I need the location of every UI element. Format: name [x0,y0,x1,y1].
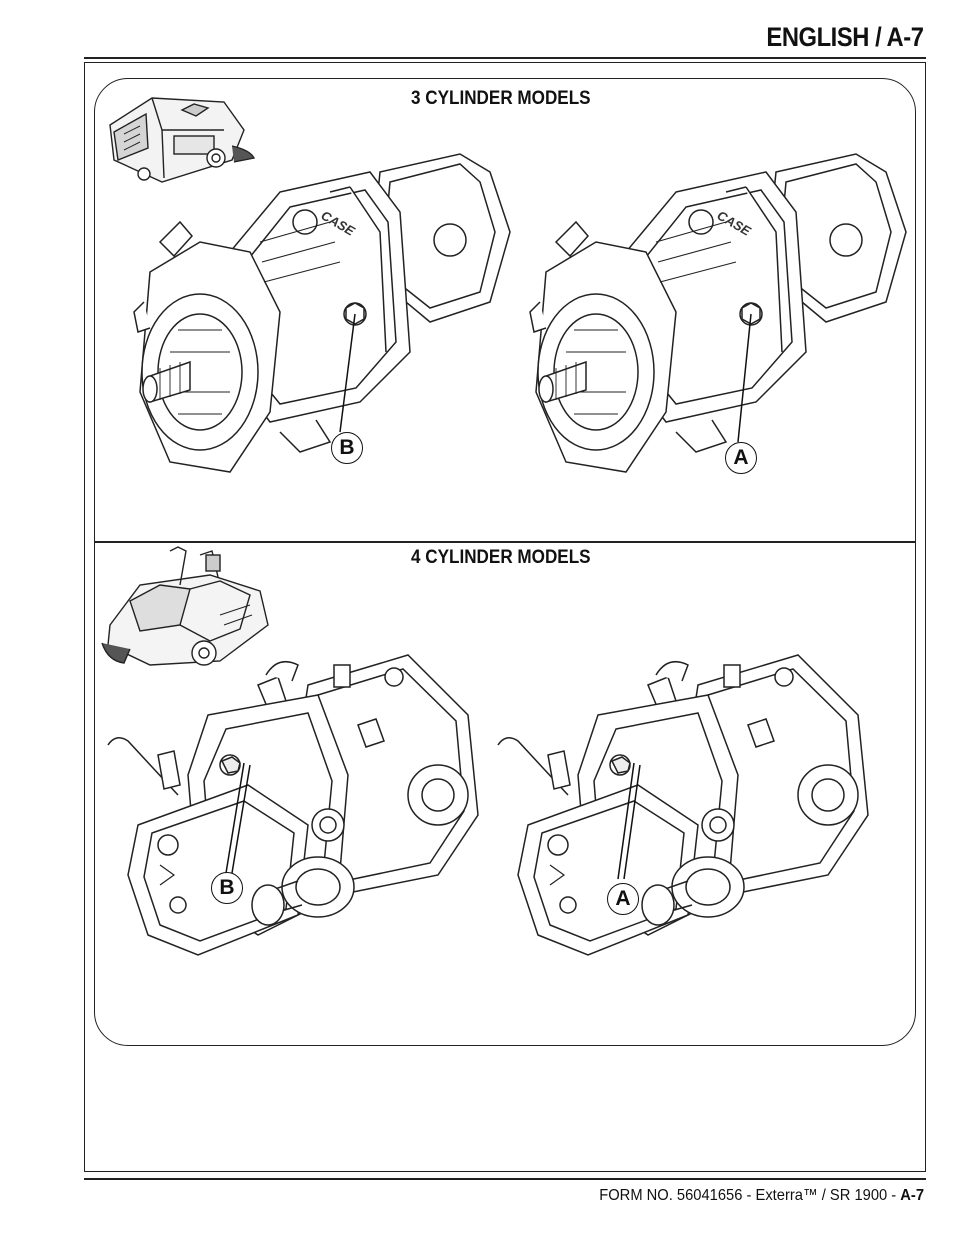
leader-line [339,313,356,433]
hydraulic-pump-illustration [107,654,479,956]
hydraulic-pump-illustration [133,153,511,473]
hydraulic-pump-illustration [529,153,907,473]
leader-line [225,762,245,874]
sweeper-machine-icon [109,97,256,183]
footer-form-number: FORM NO. 56041656 - Exterra™ / SR 1900 - [599,1187,901,1204]
callout-a: A [725,442,757,474]
header-rule [84,57,926,59]
leader-line [617,762,635,880]
sweeper-machine-icon [101,546,269,666]
figure-panel [94,78,916,1046]
leader-line [231,764,251,874]
page-footer: FORM NO. 56041656 - Exterra™ / SR 1900 -… [599,1187,924,1205]
callout-b: B [211,872,243,904]
footer-page-ref: A-7 [900,1187,924,1204]
page-title: ENGLISH / A-7 [766,22,925,52]
footer-rule [84,1178,926,1180]
leader-line [737,313,752,443]
callout-b: B [331,432,363,464]
callout-a: A [607,883,639,915]
hydraulic-pump-illustration [497,654,869,956]
leader-line [623,764,641,880]
section-title-4-cylinder: 4 CYLINDER MODELS [411,547,591,568]
section-divider [94,541,916,543]
figure-frame [84,62,926,1172]
section-title-3-cylinder: 3 CYLINDER MODELS [411,88,591,109]
